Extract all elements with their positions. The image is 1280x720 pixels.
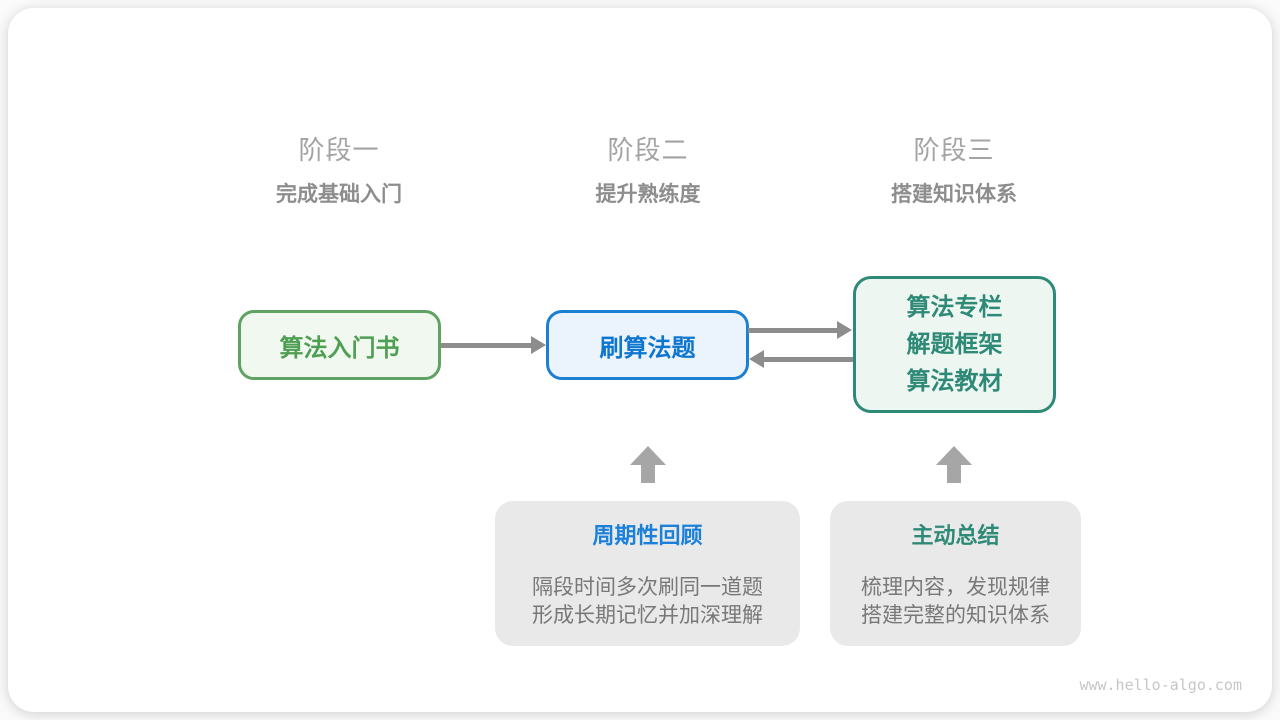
arrow-head-right-icon <box>531 336 546 354</box>
note-body-line: 梳理内容，发现规律 <box>861 576 1050 599</box>
arrow-left-icon <box>749 350 853 368</box>
note-body-line: 隔段时间多次刷同一道题 <box>532 576 763 599</box>
arrow-up-icon <box>630 446 666 483</box>
node-resources-line-3: 算法教材 <box>906 368 1003 395</box>
stage-3-header: 阶段三 搭建知识体系 <box>804 134 1104 206</box>
note-periodic-review-title: 周期性回顾 <box>592 523 703 548</box>
note-body-line: 搭建完整的知识体系 <box>861 604 1050 627</box>
watermark-url: www.hello-algo.com <box>1079 676 1242 694</box>
arrow-line <box>748 327 837 333</box>
arrow-head-left-icon <box>749 350 764 368</box>
arrow-line <box>441 342 531 348</box>
stage-3-subtitle: 搭建知识体系 <box>891 183 1017 206</box>
stage-2-header: 阶段二 提升熟练度 <box>498 134 798 206</box>
stage-3-title: 阶段三 <box>913 135 995 165</box>
node-knowledge-resources: 算法专栏 解题框架 算法教材 <box>853 276 1056 413</box>
arrow-up-stem <box>641 465 655 483</box>
stage-2-subtitle: 提升熟练度 <box>595 183 701 206</box>
arrow-right-icon <box>748 321 852 339</box>
arrow-up-head <box>936 446 972 465</box>
node-intro-book: 算法入门书 <box>238 310 441 380</box>
stage-1-title: 阶段一 <box>298 135 380 165</box>
node-resources-line-2: 解题框架 <box>906 331 1003 358</box>
arrow-up-icon <box>936 446 972 483</box>
arrow-head-right-icon <box>837 321 852 339</box>
node-resources-line-1: 算法专栏 <box>906 294 1003 321</box>
note-active-summary-body: 梳理内容，发现规律 搭建完整的知识体系 <box>830 574 1081 630</box>
stage-1-header: 阶段一 完成基础入门 <box>189 134 489 206</box>
arrow-right-icon <box>441 336 546 354</box>
note-periodic-review-body: 隔段时间多次刷同一道题 形成长期记忆并加深理解 <box>495 574 800 630</box>
stage-1-subtitle: 完成基础入门 <box>276 183 402 206</box>
note-active-summary: 主动总结 梳理内容，发现规律 搭建完整的知识体系 <box>830 501 1081 646</box>
note-active-summary-title: 主动总结 <box>911 523 1000 548</box>
node-intro-book-label: 算法入门书 <box>279 334 400 362</box>
stage-2-title: 阶段二 <box>607 135 689 165</box>
arrow-up-stem <box>947 465 961 483</box>
diagram-card: 阶段一 完成基础入门 阶段二 提升熟练度 阶段三 搭建知识体系 算法入门书 刷算… <box>8 8 1272 712</box>
arrow-line <box>764 356 853 362</box>
arrow-up-head <box>630 446 666 465</box>
note-periodic-review: 周期性回顾 隔段时间多次刷同一道题 形成长期记忆并加深理解 <box>495 501 800 646</box>
note-body-line: 形成长期记忆并加深理解 <box>532 604 763 627</box>
node-practice-problems: 刷算法题 <box>546 310 749 380</box>
node-practice-problems-label: 刷算法题 <box>599 334 696 362</box>
